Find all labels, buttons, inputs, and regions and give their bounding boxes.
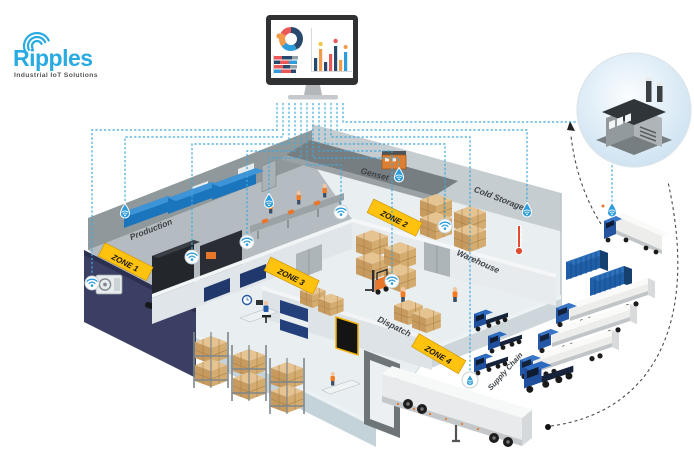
route-arrowhead [567,121,575,131]
route-arc-supply [550,181,679,427]
ac-unit [95,274,123,295]
iot-sensor-icon [333,204,349,220]
outbound-truck [604,213,668,255]
partition-wall-warehouse [352,218,556,306]
dashboard-monitor [266,15,358,100]
route-dot-small [601,204,605,208]
connection-line [191,103,290,249]
logo-wordmark: Ripples [13,45,93,71]
iot-sensors [84,167,618,389]
thermometer-icon [514,225,524,256]
iot-sensor-icon [184,249,200,265]
iot-sensor-marker-icon [606,202,618,218]
worker [400,287,406,302]
iot-sensor-icon [437,218,453,234]
office-desk [239,307,279,323]
iot-sensor-icon [384,273,400,289]
connection-line [124,103,284,203]
connection-line [318,103,393,273]
packing-table [321,372,361,395]
iot-sensor-icon [461,371,479,389]
worker [322,184,327,198]
connection-line [324,103,446,218]
sensor-connection-lines [91,103,613,371]
iot-sensor-icon [239,234,255,250]
worker [296,191,301,205]
connection-line [312,103,400,167]
zone-2-banner: ZONE 2 [366,198,423,237]
iot-sensor-icon [84,275,100,291]
factory-icon [596,78,672,155]
sawtooth-roof [124,168,264,228]
warehouse-building [84,124,562,447]
roller-door [280,300,308,339]
truck-tractor [524,361,574,393]
donut-chart [276,27,303,51]
dispatch-trailer [382,366,532,447]
factory-badge [576,52,692,168]
worker [452,287,458,302]
ripples-logo: Ripples Industrial IoT Solutions [13,31,98,79]
stacked-bar-chart [273,55,298,74]
connection-line [91,103,278,275]
connection-line [268,103,302,193]
genset-machine [381,151,407,170]
ripple-waves-icon [22,31,50,53]
monitor-base [288,95,338,100]
partition-wall-production [152,218,354,324]
monitor-stand [304,85,322,95]
route-start-dot [545,424,551,430]
office-area [239,294,279,323]
dispatch-door [335,315,359,357]
connection-line [336,103,528,202]
genset-roof [280,140,458,200]
connection-line [306,103,342,204]
assembly-conveyor [250,193,344,239]
logo-tagline: Industrial IoT Solutions [14,72,98,79]
column-chart [311,28,352,72]
connection-line [330,103,471,371]
